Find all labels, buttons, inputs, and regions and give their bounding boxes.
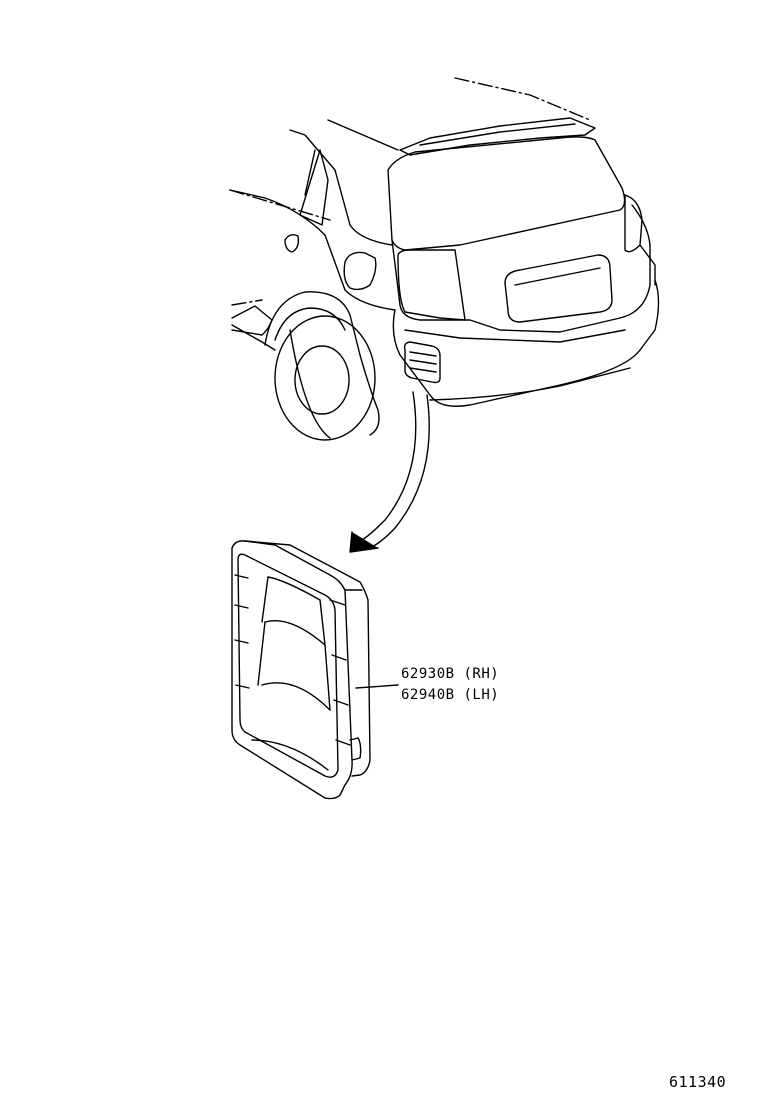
roof-edge: [328, 120, 398, 150]
vent-clip-1: [235, 575, 248, 578]
bumper-vent-slat-3: [410, 368, 436, 372]
body-side: [230, 190, 395, 310]
vent-louvre-3: [262, 683, 330, 710]
tail-lamp-left: [398, 250, 465, 320]
rear-bumper: [393, 280, 658, 406]
wheel-rim: [295, 346, 349, 414]
vent-clip-6: [332, 655, 346, 660]
vent-top-rim: [245, 541, 370, 776]
roof-line-dashed: [455, 78, 590, 120]
rocker-panel: [232, 325, 275, 350]
vent-clip-8: [336, 740, 350, 745]
part-number-lh: 62940B (LH): [401, 687, 500, 703]
c-pillar-window: [300, 150, 328, 225]
fuel-door: [344, 252, 376, 289]
vent-clip-3: [235, 640, 248, 643]
rocker-line-dashed: [232, 300, 262, 305]
tailgate: [392, 205, 650, 332]
bumper-line: [405, 330, 625, 342]
vent-louvre-4: [252, 740, 328, 770]
vent-frame-inner: [238, 554, 338, 777]
arrow-shaft: [362, 392, 416, 540]
rear-window: [388, 137, 625, 250]
tail-lamp-right-lower: [640, 245, 655, 285]
tail-lamp-right: [625, 195, 642, 252]
vent-louvre-1: [268, 577, 320, 600]
bumper-lower: [430, 368, 630, 400]
license-plate-inner: [515, 268, 600, 285]
door-edge: [232, 306, 272, 335]
vent-louvre-2: [265, 621, 325, 645]
d-pillar: [335, 170, 392, 245]
vent-clip-7: [334, 700, 348, 705]
arrow-head: [350, 532, 378, 552]
wheel-arch: [265, 292, 379, 435]
side-line-dashed: [230, 190, 330, 220]
callout-arrow: [350, 392, 429, 552]
bumper-vent-slat-2: [410, 360, 436, 364]
vent-clip-4: [236, 685, 249, 688]
rear-duct-vent-part: [232, 541, 370, 799]
bumper-vent: [405, 342, 440, 383]
c-pillar-inner: [305, 150, 315, 195]
rear-spoiler: [400, 118, 595, 155]
part-number-rh: 62930B (RH): [401, 666, 500, 682]
roof-edge-left: [290, 130, 335, 170]
car-rear-view: [230, 78, 659, 440]
bumper-vent-slat-1: [410, 352, 436, 356]
door-handle: [285, 235, 298, 252]
vent-louvre-shade-1: [258, 577, 330, 710]
vent-frame-front: [232, 541, 352, 799]
part-leader-line: [356, 685, 398, 688]
spoiler-line: [420, 124, 575, 145]
license-plate: [505, 255, 612, 322]
wheel-arch-inner: [275, 308, 345, 340]
tire-tread: [290, 330, 330, 438]
vent-clip-5: [330, 600, 345, 605]
illustration-number: 611340: [669, 1073, 727, 1091]
vent-bottom-tab: [350, 738, 361, 760]
arrow-shaft-outer: [370, 395, 429, 548]
vent-clip-2: [235, 605, 248, 608]
tire: [275, 316, 375, 440]
